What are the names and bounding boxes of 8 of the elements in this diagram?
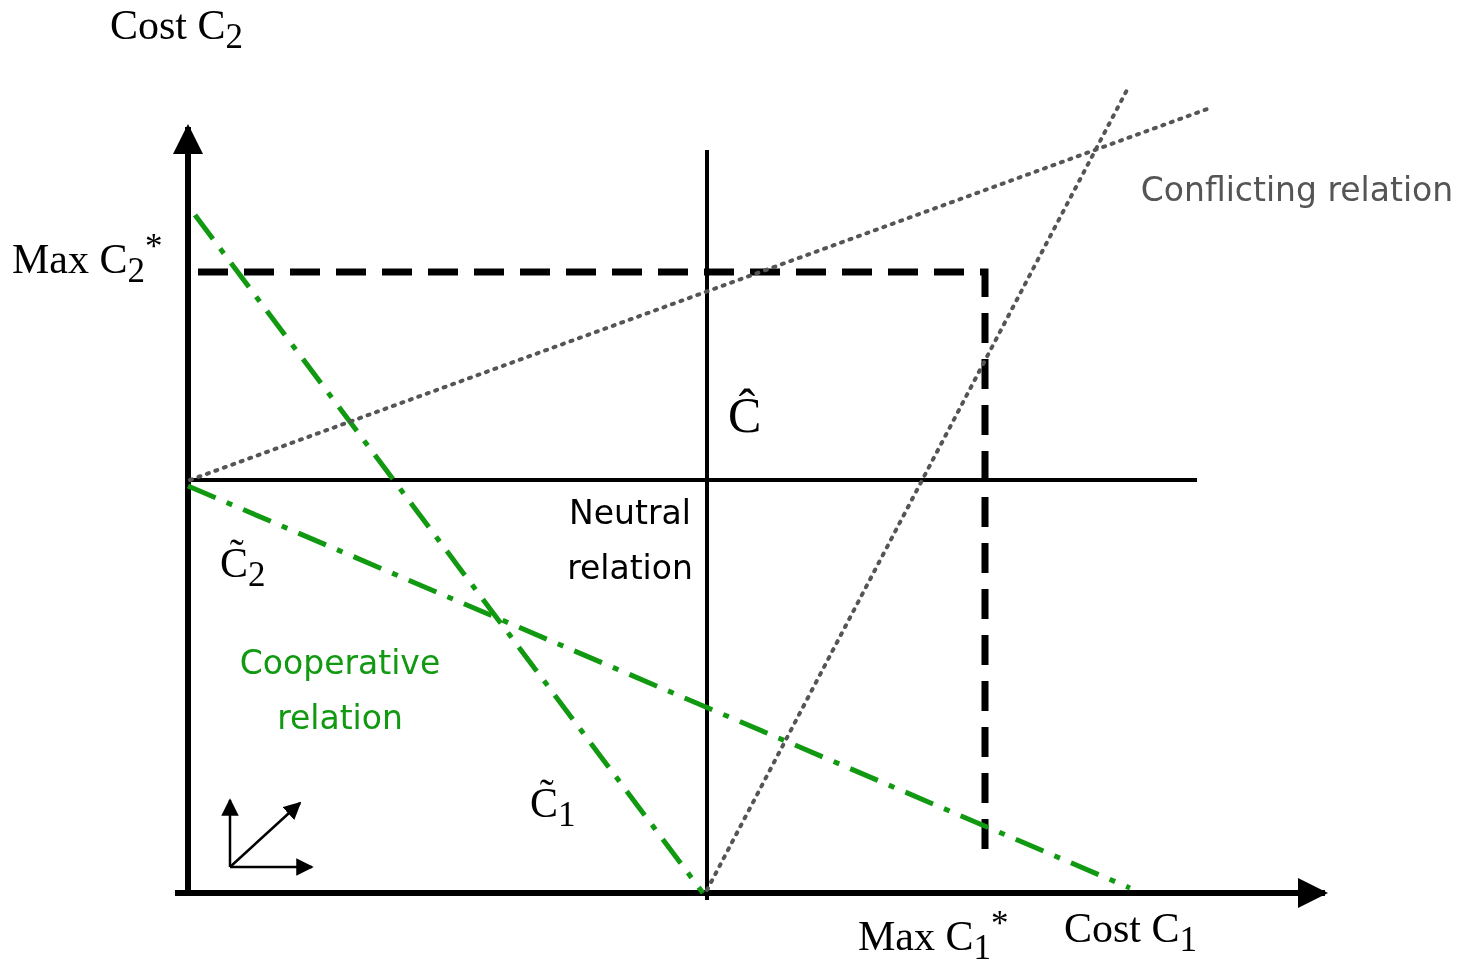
region-label: Conflicting relation [1139, 169, 1455, 211]
region-label: Neutral relation [566, 492, 694, 589]
line-label: C̃$_{1}$ [530, 780, 576, 835]
axis-label: Cost C$_{1}$ [1064, 905, 1198, 960]
region-label: Cooperative relation [238, 642, 442, 739]
point-label: Ĉ [728, 388, 762, 443]
line-label: C̃$_{2}$ [220, 540, 266, 595]
axis-label: Cost C$_{2}$ [110, 2, 244, 57]
